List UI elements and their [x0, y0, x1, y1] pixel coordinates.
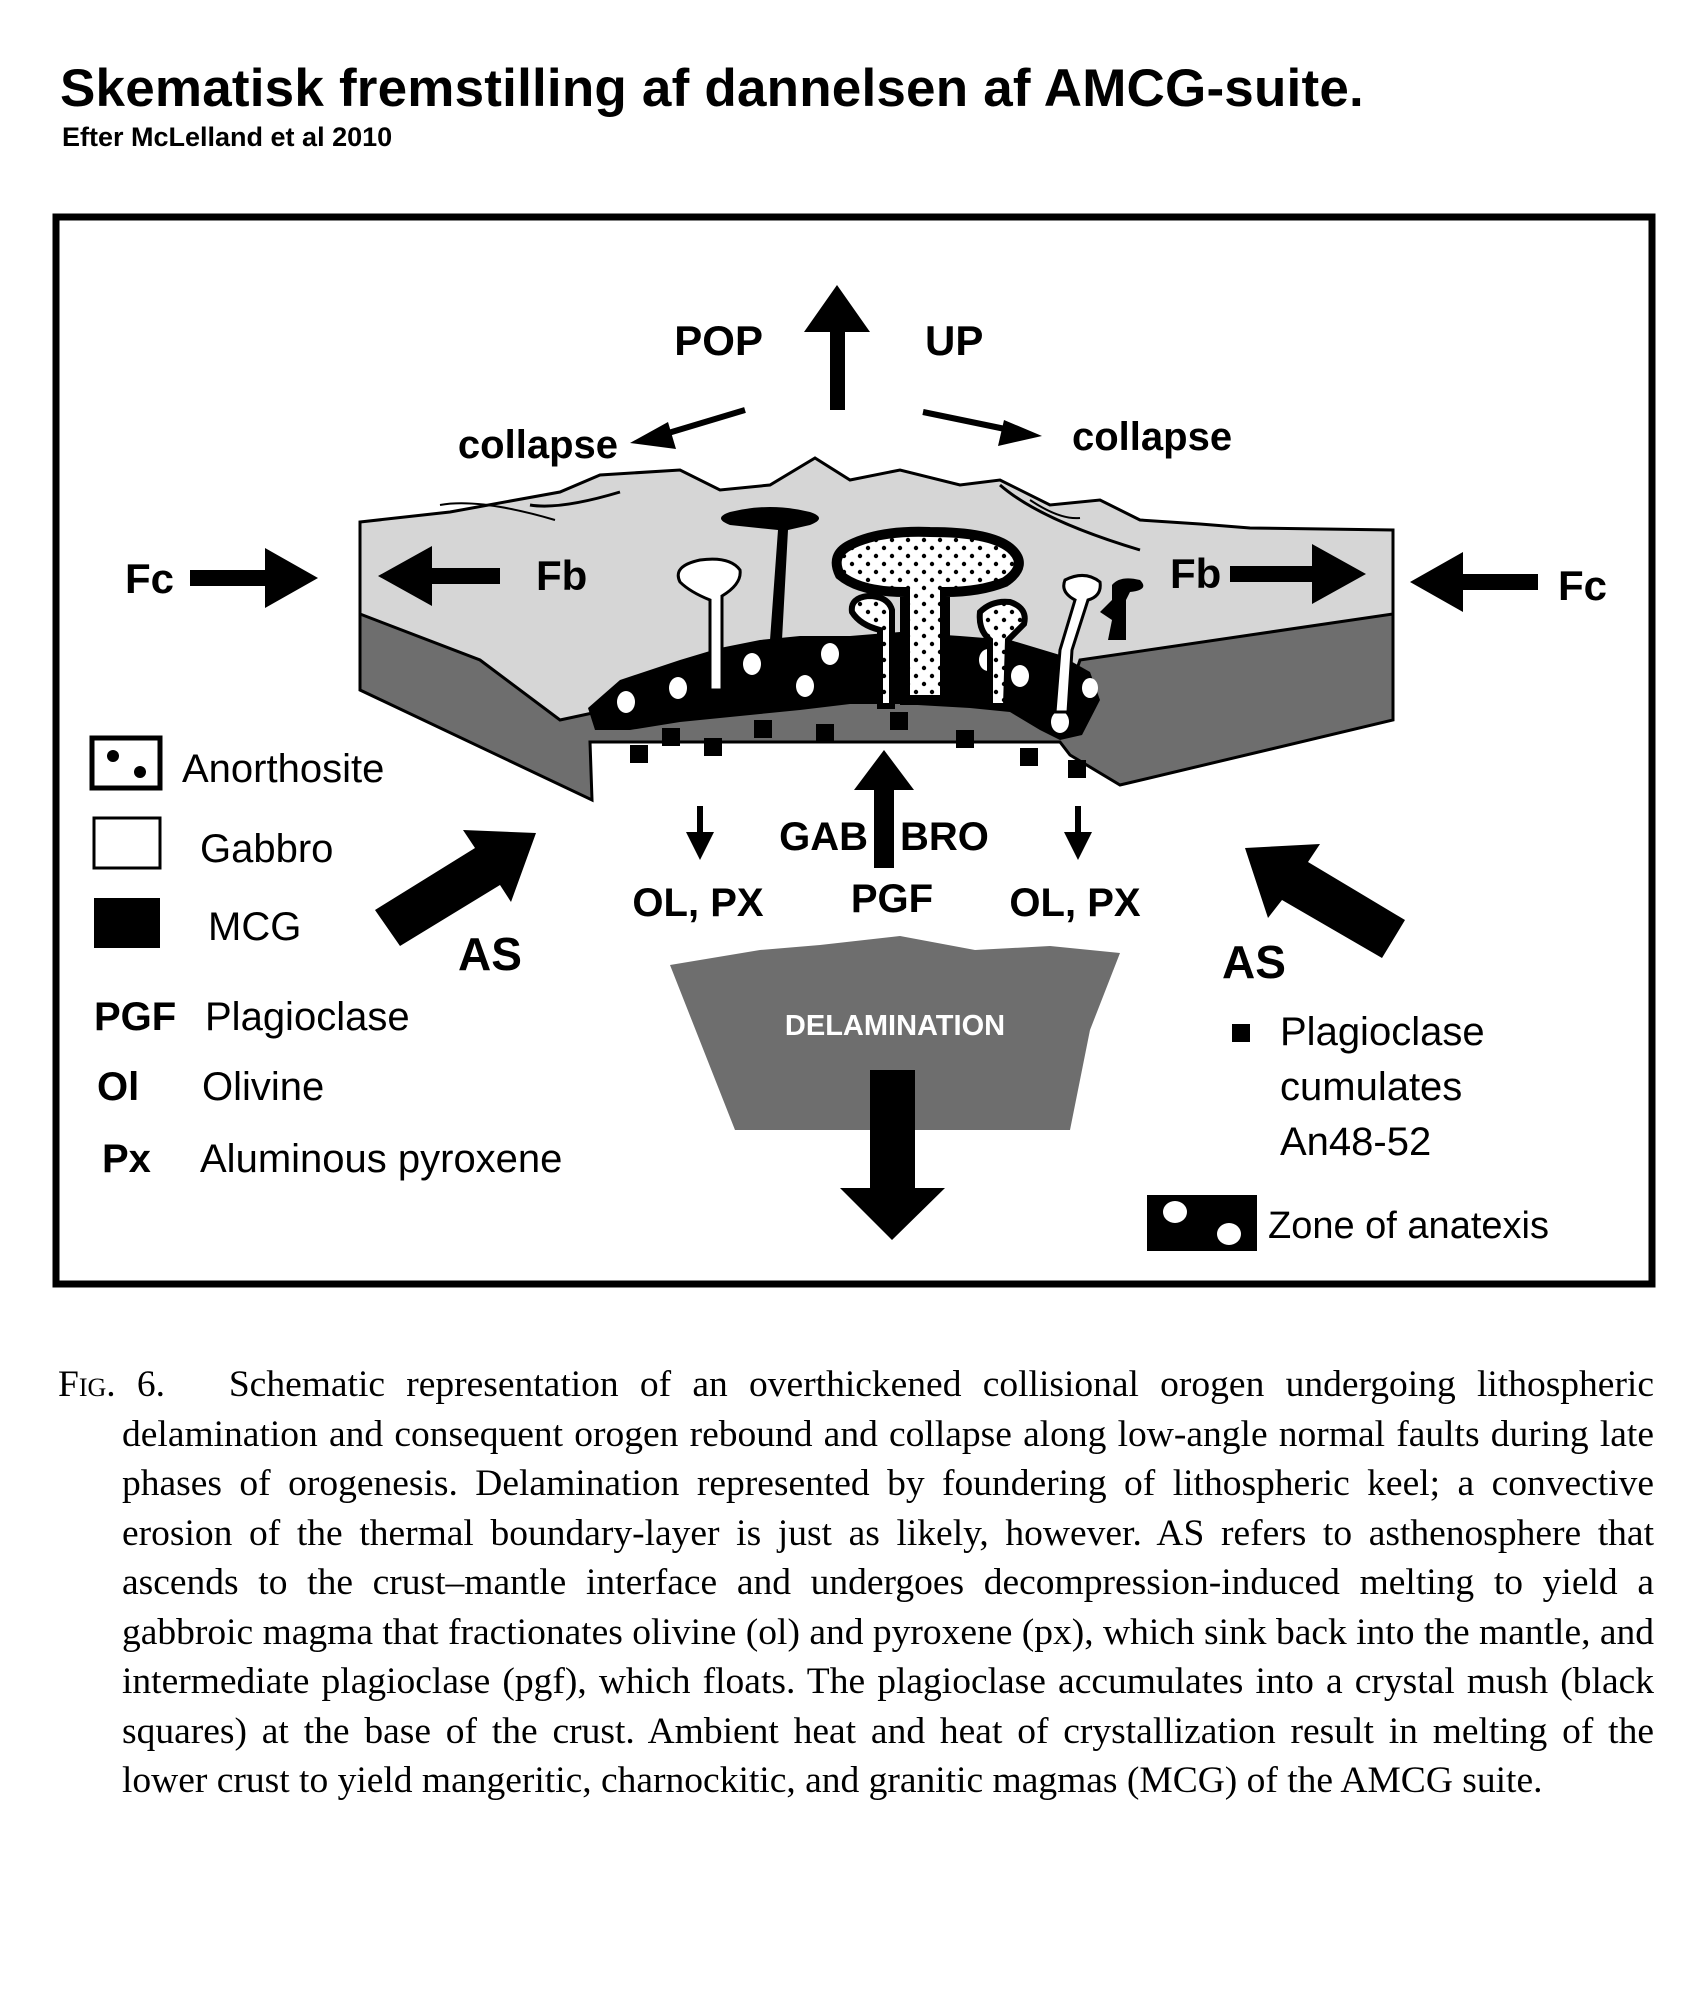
delamination-down-arrow — [840, 1070, 945, 1240]
collapse-left-label: collapse — [458, 423, 618, 467]
legend-anatexis-label: Zone of anatexis — [1268, 1205, 1549, 1247]
legend-px-abbr: Px — [102, 1137, 151, 1181]
legend-px-name: Aluminous pyroxene — [200, 1137, 562, 1181]
bro-label: BRO — [900, 815, 989, 859]
fault-left — [529, 490, 621, 508]
pop-label: POP — [674, 317, 763, 364]
anorthosite-diapir-right — [976, 598, 1028, 709]
pgf-up-arrow — [854, 750, 914, 868]
legend-plagioclase-square — [1232, 1024, 1250, 1042]
collapse-arrow-left-head — [630, 422, 676, 449]
fb-left-label: Fb — [536, 552, 587, 599]
legend-plag-line1: Plagioclase — [1280, 1010, 1485, 1054]
legend-ol-abbr: Ol — [97, 1065, 139, 1109]
legend-right: Plagioclase cumulates An48-52 Zone of an… — [1147, 1010, 1549, 1251]
fault-right — [999, 483, 1141, 552]
legend-plag-line2: cumulates — [1280, 1065, 1462, 1109]
pgf-label: PGF — [851, 877, 933, 921]
collapse-right-label: collapse — [1072, 415, 1232, 459]
caption-fig-label: Fig. 6. — [58, 1364, 166, 1405]
plagioclase-cumulates — [630, 712, 1086, 778]
fault-left-2 — [439, 502, 556, 521]
gabbro-diapir-left — [676, 557, 742, 692]
page-subtitle: Efter McLelland et al 2010 — [62, 122, 393, 152]
gab-label: GAB — [779, 815, 868, 859]
ol-px-right-label: OL, PX — [1009, 881, 1140, 925]
up-arrow — [804, 285, 870, 410]
legend-mcg-swatch — [94, 898, 160, 948]
as-arrow-left — [375, 830, 536, 946]
delamination-block — [670, 936, 1120, 1130]
ol-px-left-label: OL, PX — [632, 881, 763, 925]
legend-left: Anorthosite Gabbro MCG PGF Plagioclase O… — [89, 735, 562, 1181]
legend-plag-line3: An48-52 — [1280, 1120, 1431, 1164]
legend-anorthosite-swatch — [89, 735, 163, 791]
sink-arrow-right-head — [1064, 832, 1092, 860]
figure-caption: Fig. 6. Schematic representation of an o… — [58, 1360, 1654, 1806]
anorthosite-diapir-left — [848, 592, 895, 709]
delamination-label: DELAMINATION — [785, 1010, 1005, 1042]
collapse-arrow-right-head — [998, 420, 1042, 446]
fc-arrow-left — [190, 548, 318, 608]
collapse-arrow-right-shaft — [922, 409, 1011, 433]
gabbro-diapir-right — [1053, 574, 1102, 714]
legend-anorthosite-label: Anorthosite — [182, 747, 384, 791]
mcg-diapir-right — [1100, 578, 1144, 640]
mcg-diapir — [721, 507, 819, 640]
as-arrow-right — [1245, 844, 1405, 958]
legend-gabbro-label: Gabbro — [200, 827, 333, 871]
anorthosite-diapir-main — [831, 526, 1024, 705]
fc-left-label: Fc — [125, 555, 174, 602]
fault-right-2 — [1029, 499, 1081, 520]
legend-pgf-abbr: PGF — [94, 995, 176, 1039]
as-left-label: AS — [458, 928, 522, 980]
as-right-label: AS — [1222, 936, 1286, 988]
fb-arrow-right — [1230, 544, 1366, 604]
fb-arrow-left — [378, 546, 500, 606]
legend-gabbro-swatch — [92, 816, 162, 870]
legend-anatexis-swatch — [1147, 1195, 1257, 1251]
sink-arrow-left-head — [686, 832, 714, 860]
legend-pgf-name: Plagioclase — [205, 995, 410, 1039]
amcg-diagram: DELAMINATION POP UP collapse collapse Fc… — [52, 213, 1656, 1288]
caption-text: Schematic representation of an overthick… — [122, 1364, 1654, 1801]
fc-right-label: Fc — [1558, 562, 1607, 609]
fb-right-label: Fb — [1170, 550, 1221, 597]
legend-ol-name: Olivine — [202, 1065, 324, 1109]
up-label: UP — [925, 317, 983, 364]
fc-arrow-right — [1410, 552, 1538, 612]
legend-mcg-label: MCG — [208, 905, 301, 949]
page-title: Skematisk fremstilling af dannelsen af A… — [60, 59, 1364, 118]
